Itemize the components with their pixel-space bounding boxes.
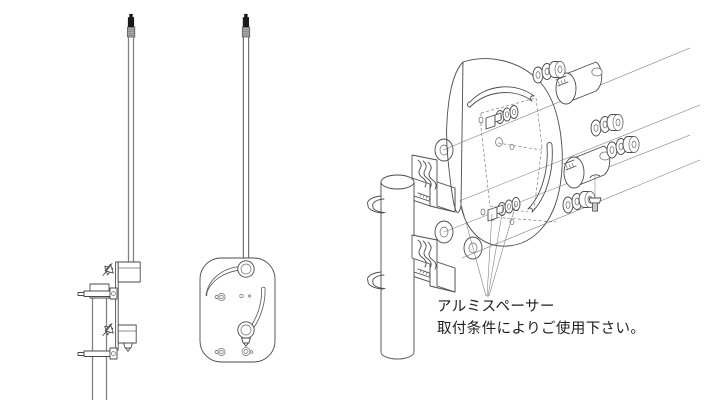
hex-bolt[interactable]	[588, 176, 602, 212]
bracket-boss-upper-outer[interactable]	[434, 138, 454, 162]
base-plate-rear	[199, 257, 276, 363]
washer-stack-lower-right[interactable]	[606, 136, 640, 159]
antenna-tip-cap-side	[127, 13, 135, 28]
spacer-lower-stud	[563, 159, 577, 171]
connector-boot-rear	[241, 337, 251, 347]
mast-pipe-iso	[380, 174, 415, 360]
coil-section-side	[127, 26, 136, 38]
aluminum-spacer-upper[interactable]	[555, 61, 603, 105]
curved-slot-upper-iso	[467, 86, 535, 108]
nut-lr3	[622, 136, 640, 153]
washer-l1	[562, 196, 574, 214]
plate-hole-center-upper[interactable]	[495, 137, 515, 150]
curved-slot-lower-iso	[527, 142, 553, 213]
upper-housing-side	[117, 261, 141, 283]
callout-leader-lines	[459, 199, 517, 297]
callout-line-1: アルミスペーサー	[437, 299, 555, 315]
bolt-hole-left-rear[interactable]	[214, 293, 226, 301]
bolt-hole-center-rear[interactable]	[239, 293, 251, 299]
pivot-boss-lower-rear[interactable]	[237, 321, 255, 339]
callout-line-2: 取付条件によりご使用下さい。	[437, 321, 646, 338]
washer-stack-middle[interactable]	[590, 114, 624, 137]
nut-m3	[606, 114, 624, 131]
washer-stack-upper[interactable]	[532, 61, 566, 84]
mast-pipe-side	[89, 283, 110, 400]
bolt-hole-bottom-center-rear[interactable]	[241, 347, 254, 356]
spacer-upper-stud	[555, 75, 569, 87]
aluminum-spacer-lower[interactable]	[563, 145, 611, 189]
pivot-boss-upper-rear[interactable]	[237, 260, 255, 278]
wing-nut-upper-side[interactable]	[102, 263, 114, 276]
u-bolt-lower-side[interactable]	[77, 347, 118, 360]
u-bolt-upper-side[interactable]	[77, 287, 118, 300]
lower-housing-side	[117, 324, 137, 344]
connector-boot-side	[123, 342, 133, 352]
coil-section-rear	[241, 26, 251, 38]
washer-m1	[590, 119, 602, 137]
plate-spacer-group-upper[interactable]	[478, 105, 519, 130]
figure-exploded-isometric	[367, 47, 701, 360]
washer-lr1	[606, 141, 618, 159]
curved-slot-lower-end	[261, 286, 266, 289]
antenna-tip-cap-rear	[242, 13, 250, 28]
bolt-hole-bottom-left-rear[interactable]	[214, 348, 226, 356]
bracket-lower-iso	[411, 234, 456, 293]
axis-line-upper-2	[461, 104, 701, 201]
bracket-upper-iso	[411, 154, 456, 213]
u-bolt-upper-iso[interactable]	[367, 192, 437, 214]
callout-aluminum-spacer: アルミスペーサー 取付条件によりご使用下さい。	[437, 296, 645, 341]
figure-antenna-side-view	[77, 13, 141, 400]
curved-slot-upper-inner	[205, 269, 241, 297]
hidden-construction-lines	[480, 97, 557, 223]
washer-u1	[532, 66, 544, 84]
plate-spacer-group-lower[interactable]	[480, 197, 521, 222]
axis-line-lower-2	[461, 159, 701, 259]
nut-u3	[548, 61, 566, 78]
washer-stack-lower[interactable]	[562, 191, 596, 214]
figure-antenna-rear-view	[199, 13, 276, 363]
whip-element-side	[127, 36, 135, 262]
curved-slot-upper-end	[205, 292, 208, 297]
wing-nut-lower-side[interactable]	[102, 323, 114, 336]
whip-element-rear	[242, 36, 250, 270]
